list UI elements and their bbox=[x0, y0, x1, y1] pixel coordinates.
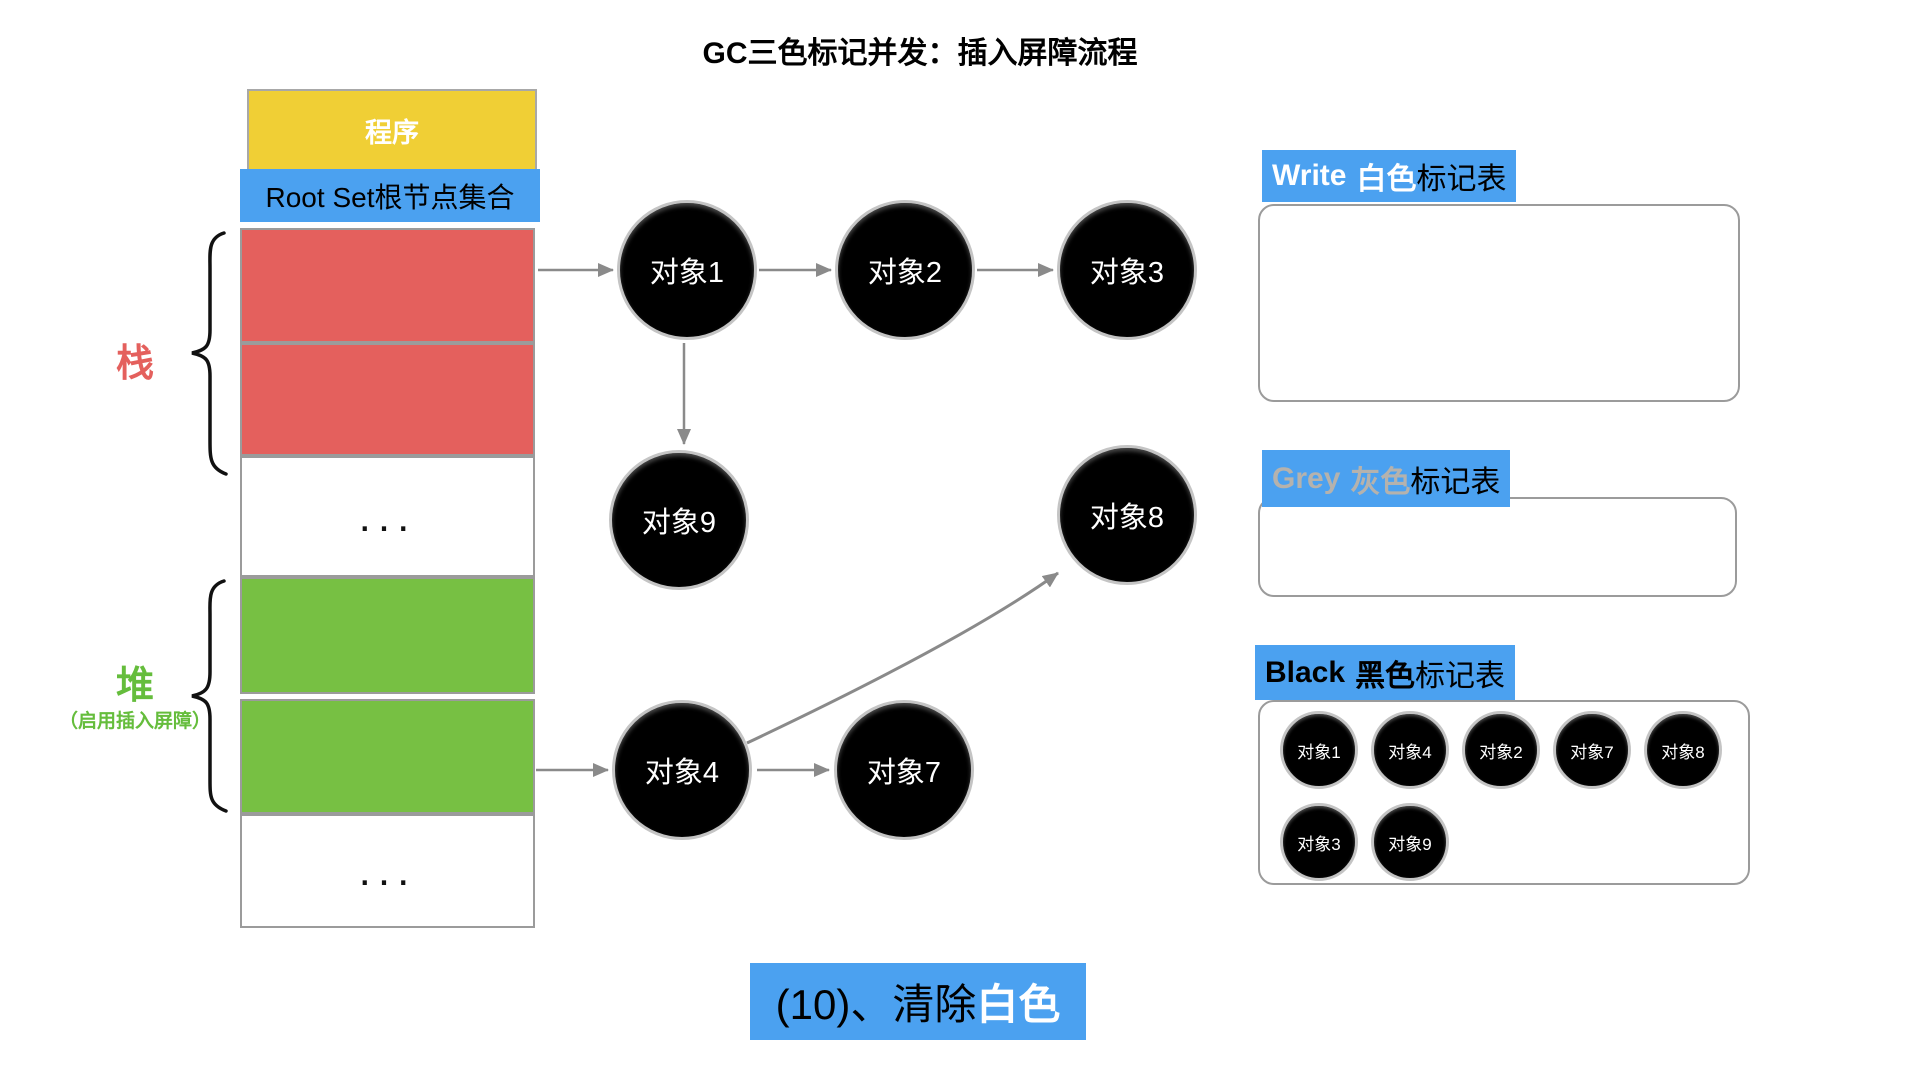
memory-ellipsis-bottom: ... bbox=[240, 814, 535, 928]
grey-mark-table bbox=[1258, 497, 1737, 597]
heap-label: 堆 bbox=[115, 665, 154, 707]
heap-slot-1 bbox=[240, 577, 535, 694]
black-label-color-word: 黑色 bbox=[1355, 659, 1416, 693]
black-table-item: 对象4 bbox=[1371, 711, 1449, 789]
stack-slot-2 bbox=[240, 343, 535, 456]
heap-sublabel: （启用插入屏障） bbox=[58, 711, 211, 732]
node-obj4: 对象4 bbox=[612, 700, 752, 840]
program-box: 程序 bbox=[247, 89, 537, 172]
node-obj7: 对象7 bbox=[834, 700, 974, 840]
step-caption-highlight: 白色 bbox=[976, 981, 1061, 1028]
white-label-suffix: 标记表 bbox=[1416, 163, 1507, 196]
heap-brace bbox=[191, 579, 228, 813]
node-obj9: 对象9 bbox=[609, 450, 749, 590]
root-set-bar: Root Set根节点集合 bbox=[240, 169, 540, 222]
grey-label-color-word: 灰色 bbox=[1350, 465, 1411, 499]
white-mark-table-label: Write 白色 标记表 bbox=[1262, 150, 1517, 202]
white-label-en: Write bbox=[1272, 159, 1347, 192]
stack-brace bbox=[191, 231, 228, 476]
node-obj8: 对象8 bbox=[1057, 445, 1197, 585]
heap-slot-2 bbox=[240, 699, 535, 814]
step-caption-prefix: (10)、清除 bbox=[775, 981, 977, 1028]
stack-slot-1 bbox=[240, 228, 535, 343]
black-table-item: 对象8 bbox=[1644, 711, 1722, 789]
node-obj1: 对象1 bbox=[617, 200, 757, 340]
page-title: GC三色标记并发：插入屏障流程 bbox=[702, 37, 1138, 70]
memory-ellipsis-top: ... bbox=[240, 456, 535, 577]
white-mark-table bbox=[1258, 204, 1740, 402]
black-label-en: Black bbox=[1265, 655, 1346, 689]
white-label-color-word: 白色 bbox=[1356, 163, 1417, 196]
node-obj3: 对象3 bbox=[1057, 200, 1197, 340]
grey-label-suffix: 标记表 bbox=[1410, 465, 1501, 499]
black-label-suffix: 标记表 bbox=[1415, 659, 1506, 693]
step-caption: (10)、清除白色 bbox=[750, 963, 1086, 1040]
black-mark-table-label: Black 黑色 标记表 bbox=[1255, 645, 1516, 700]
grey-mark-table-label: Grey 灰色 标记表 bbox=[1262, 450, 1511, 507]
black-table-item: 对象1 bbox=[1280, 711, 1358, 789]
black-table-item: 对象9 bbox=[1371, 803, 1449, 881]
black-table-item: 对象2 bbox=[1462, 711, 1540, 789]
black-mark-table: 对象1 对象4 对象2 对象7 对象8 对象3 对象9 bbox=[1258, 700, 1750, 885]
node-obj2: 对象2 bbox=[835, 200, 975, 340]
grey-label-en: Grey bbox=[1272, 461, 1341, 495]
stack-label: 栈 bbox=[115, 343, 154, 385]
black-table-item: 对象3 bbox=[1280, 803, 1358, 881]
black-table-item: 对象7 bbox=[1553, 711, 1631, 789]
